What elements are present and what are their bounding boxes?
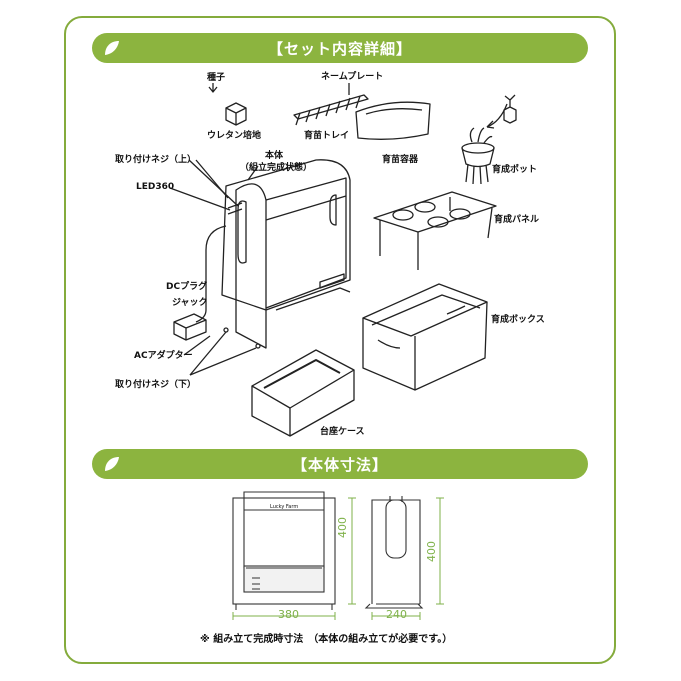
label-nameplate: ネームプレート <box>321 72 384 82</box>
dimension-note: ※ 組み立て完成時寸法 （本体の組み立てが必要です。） <box>200 634 453 645</box>
front-view-drawing <box>232 491 336 610</box>
section-header-dimensions: 【本体寸法】 <box>92 449 588 479</box>
grow-panel-illustration <box>373 191 497 270</box>
base-case-illustration <box>251 349 355 437</box>
content-frame <box>64 16 616 664</box>
section-title-dimensions: 【本体寸法】 <box>291 456 388 474</box>
label-grow-box: 育成ボックス <box>491 315 545 325</box>
label-screw-bottom: 取り付けネジ（下） <box>115 380 197 390</box>
label-screw-top: 取り付けネジ（上） <box>115 155 197 165</box>
side-view-drawing <box>364 496 424 609</box>
leaf-icon <box>105 457 119 471</box>
side-height-value: 400 <box>425 541 438 562</box>
leader-screw-top-2 <box>195 159 229 199</box>
label-seedling-tray: 育苗トレイ <box>304 131 350 141</box>
label-main-body: 本体 <box>265 151 284 161</box>
leader-screw-top <box>188 159 239 207</box>
label-base-case: 台座ケース <box>320 427 365 437</box>
label-grow-panel: 育成パネル <box>494 215 540 225</box>
section-title-set-contents: 【セット内容詳細】 <box>267 40 412 58</box>
grow-box-illustration <box>362 283 488 391</box>
label-dc-plug: DCプラグ <box>166 282 208 292</box>
label-seed: 種子 <box>207 73 226 83</box>
leader-led <box>169 187 231 211</box>
leader-ac <box>183 335 211 356</box>
urethane-cube-illustration <box>225 102 247 126</box>
leader-screw-bottom-2 <box>189 347 257 376</box>
label-ac-adapter: ACアダプター <box>134 351 193 361</box>
leader-body <box>247 165 259 181</box>
seedling-container-illustration <box>355 101 431 140</box>
ac-adapter-illustration <box>173 313 207 341</box>
main-body-illustration <box>221 159 351 349</box>
pot-arrow <box>486 103 508 128</box>
seed-illustration <box>208 83 218 93</box>
front-brand-text: Lucky Farm <box>270 504 299 510</box>
label-seedling-container: 育苗容器 <box>382 155 419 165</box>
label-main-body-note: （組立完成状態） <box>240 163 313 173</box>
label-urethane: ウレタン培地 <box>207 131 262 141</box>
leader-screw-bottom-1 <box>189 331 227 376</box>
seedling-tray-illustration <box>293 94 369 126</box>
leaf-icon <box>105 41 119 55</box>
dc-cable <box>195 225 227 323</box>
dimension-lines <box>232 497 444 620</box>
label-dc-jack: ジャック <box>172 298 208 308</box>
section-header-set-contents: 【セット内容詳細】 <box>92 33 588 63</box>
label-grow-pot: 育成ポット <box>492 165 538 175</box>
front-width-value: 380 <box>278 608 299 621</box>
grow-pot-illustration <box>461 127 495 185</box>
plant-icon-illustration <box>503 94 517 124</box>
side-width-value: 240 <box>386 608 407 621</box>
front-height-value: 400 <box>336 517 349 538</box>
label-led: LED360 <box>136 182 175 192</box>
